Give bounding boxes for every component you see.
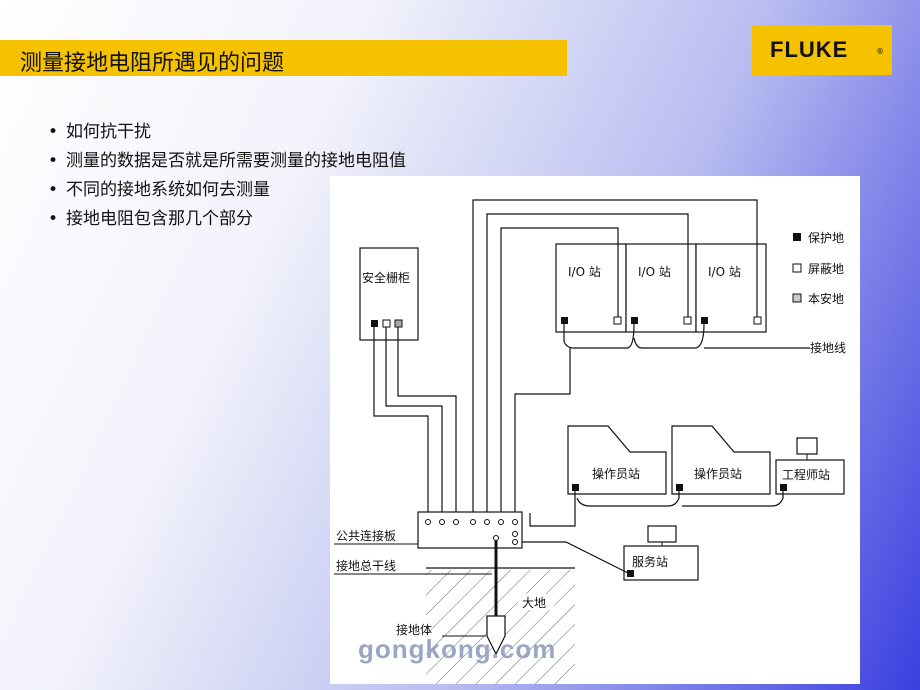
bullet-text: 如何抗干扰 [66, 122, 151, 142]
watermark: gongkong.com [358, 634, 556, 664]
grounding-diagram: 大地 安全栅柜 I/O 站 I/O 站 I/O 站 保护地 屏蔽地 本安地 [330, 176, 860, 684]
legend-label: 本安地 [808, 291, 844, 306]
electrode-label: 接地体 [396, 622, 432, 637]
page-title: 测量接地电阻所遇见的问题 [20, 51, 285, 76]
title-bar: 测量接地电阻所遇见的问题 [0, 40, 567, 76]
logo-text: FLUKE [770, 37, 849, 62]
legend-label: 屏蔽地 [808, 262, 844, 276]
bullet-text: 测量的数据是否就是所需要测量的接地电阻值 [66, 151, 406, 171]
io-stations: I/O 站 I/O 站 I/O 站 [555, 243, 767, 333]
io-station-label: I/O 站 [568, 265, 601, 279]
station-wires [515, 491, 784, 575]
bullet-list: •如何抗干扰 •测量的数据是否就是所需要测量的接地电阻值 •不同的接地系统如何去… [48, 118, 406, 234]
ground-electrode: 接地体 [396, 615, 506, 656]
server-station: 服务站 [623, 525, 699, 581]
bullet-item: •如何抗干扰 [48, 122, 151, 142]
fluke-logo: FLUKE ® [752, 25, 892, 75]
main-trunk-label: 接地总干线 [336, 558, 396, 573]
bullet-item: •不同的接地系统如何去测量 [48, 180, 270, 200]
io-station-label: I/O 站 [708, 265, 741, 279]
main-trunk: 接地总干线 [334, 540, 498, 616]
diagram-svg: 大地 安全栅柜 I/O 站 I/O 站 I/O 站 保护地 屏蔽地 本安地 [334, 199, 846, 684]
io-ground-line: 接地线 [563, 323, 846, 355]
safety-cabinet-label: 安全栅柜 [362, 270, 410, 285]
bullet-item: •测量的数据是否就是所需要测量的接地电阻值 [48, 151, 406, 171]
io-station-label: I/O 站 [638, 265, 671, 279]
engineer-station-label: 工程师站 [782, 467, 830, 482]
registered-mark: ® [876, 47, 884, 56]
common-board: 公共连接板 [334, 511, 523, 549]
io-shield-wires [472, 199, 758, 513]
safety-cabinet: 安全栅柜 [359, 247, 419, 341]
operator-station-label: 操作员站 [694, 466, 742, 481]
cabinet-wires [373, 327, 457, 513]
ground-wire-label: 接地线 [810, 340, 846, 355]
bullet-text: 接地电阻包含那几个部分 [66, 209, 253, 229]
engineer-station: 工程师站 [775, 437, 845, 495]
common-board-label: 公共连接板 [336, 528, 396, 543]
server-station-label: 服务站 [632, 554, 668, 569]
bullet-text: 不同的接地系统如何去测量 [66, 180, 270, 200]
operator-stations: 操作员站 操作员站 [567, 425, 771, 495]
io-protect-wire [514, 348, 571, 513]
bullet-item: •接地电阻包含那几个部分 [48, 209, 253, 229]
operator-station-label: 操作员站 [592, 466, 640, 481]
legend-label: 保护地 [808, 231, 844, 245]
earth-label: 大地 [522, 596, 546, 610]
legend: 保护地 屏蔽地 本安地 [792, 231, 844, 306]
